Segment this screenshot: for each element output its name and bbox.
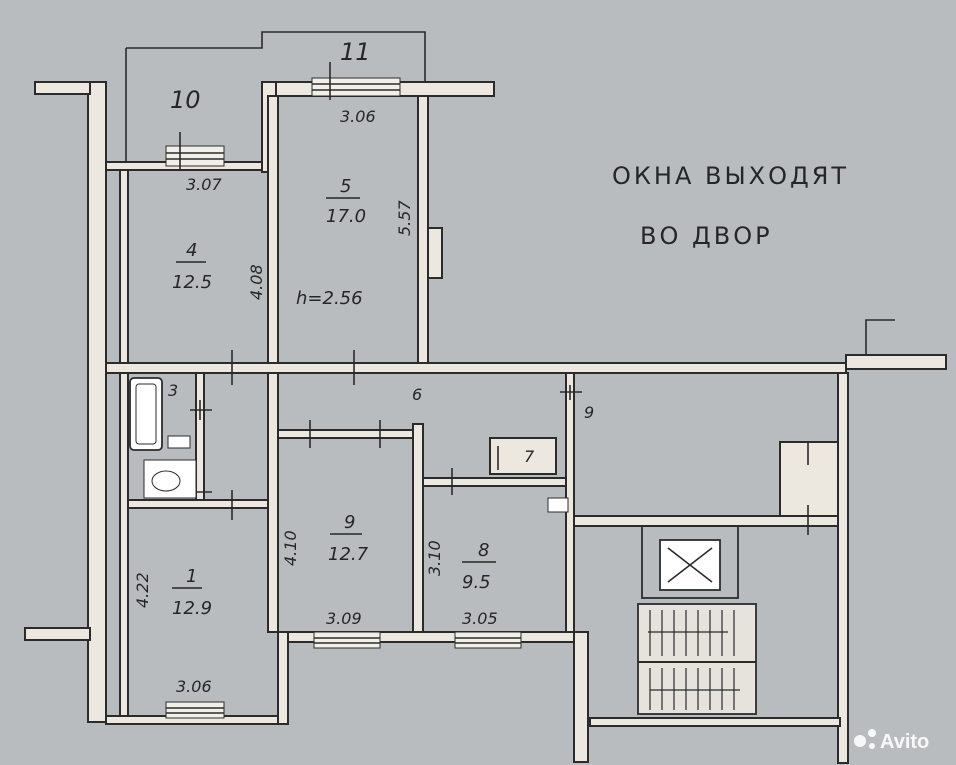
dim-room-4-length: 4.08: [247, 264, 266, 300]
note-line-2: ВО ДВОР: [640, 222, 773, 250]
avito-watermark: Avito: [854, 729, 929, 753]
dim-room-1-width: 3.06: [176, 677, 212, 696]
window-room-4: [165, 132, 225, 170]
room-1-number: 1: [186, 566, 197, 587]
dim-room-1-length: 4.22: [133, 572, 152, 608]
dim-room-4-width: 3.07: [186, 175, 222, 194]
room-10-number: 10: [170, 86, 201, 114]
room-4-number: 4: [186, 240, 197, 261]
room-6-number: 6: [412, 385, 422, 404]
bathroom-fixtures: [129, 377, 569, 513]
window-room-1: [165, 701, 225, 719]
room-5-area: 17.0: [326, 206, 366, 227]
room-9-area: 12.7: [328, 544, 369, 565]
window-room-9: [313, 631, 381, 649]
room-5-number: 5: [340, 176, 351, 197]
room-1-area: 12.9: [172, 598, 212, 619]
room-4-area: 12.5: [172, 272, 212, 293]
room-8-area: 9.5: [462, 572, 491, 593]
dim-room-5-width: 3.06: [340, 107, 376, 126]
bathtub-icon: [129, 377, 163, 451]
door-marks: [190, 350, 809, 535]
watermark-text: Avito: [880, 731, 929, 753]
room-8-number: 8: [478, 540, 489, 561]
room-7-number: 7: [524, 447, 535, 466]
dimension-labels: 3.06 3.07 5.57 4.08 4.10 4.22 3.10 3.09 …: [133, 107, 498, 696]
avito-logo-icon: [854, 735, 866, 747]
dim-room-8-width: 3.05: [462, 609, 498, 628]
ceiling-height: h=2.56: [296, 288, 363, 309]
room-11-number: 11: [340, 38, 371, 66]
interior-walls: [119, 95, 849, 764]
window-room-8: [454, 631, 522, 649]
room-9-hall-number: 9: [584, 403, 594, 422]
room-3-number: 3: [168, 381, 178, 400]
stairs-icon: [637, 603, 757, 715]
room-9-number: 9: [344, 512, 355, 533]
dim-room-8-length: 3.10: [425, 540, 444, 576]
sink-icon: [167, 435, 191, 449]
windows: [165, 62, 522, 719]
window-room-5: [311, 62, 401, 100]
dim-room-9-length: 4.10: [281, 530, 300, 566]
stairwell: [637, 525, 757, 715]
windows-note: ОКНА ВЫХОДЯТ ВО ДВОР: [612, 162, 849, 250]
dim-room-5-length: 5.57: [395, 200, 414, 236]
room-labels: 10 11 4 12.5 5 17.0 h=2.56 3 6 7 9 1 12.…: [168, 38, 594, 619]
kitchen-stove-icon: [547, 497, 569, 513]
note-line-1: ОКНА ВЫХОДЯТ: [612, 162, 849, 190]
dim-room-9-width: 3.09: [326, 609, 362, 628]
